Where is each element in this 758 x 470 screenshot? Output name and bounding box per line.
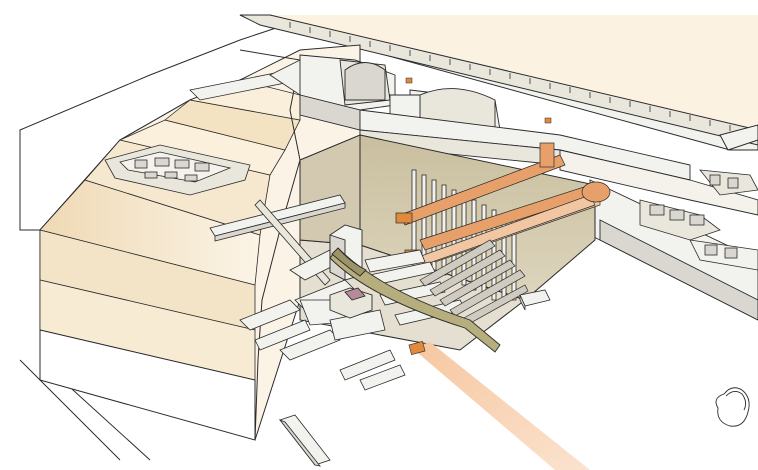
pit-block bbox=[519, 289, 551, 311]
wall-crenellations bbox=[289, 22, 731, 131]
lower-approach-passage bbox=[408, 340, 590, 470]
south-ruins bbox=[639, 169, 758, 271]
step-pyramid bbox=[39, 44, 361, 441]
pit-ribs bbox=[419, 239, 529, 327]
detached-blocks bbox=[715, 387, 750, 427]
descending-passages bbox=[395, 142, 611, 269]
marker-blocks bbox=[405, 77, 552, 124]
causeway-fragment bbox=[278, 414, 331, 467]
colonnade-corridor bbox=[359, 109, 758, 321]
enclosure-wall bbox=[239, 14, 758, 151]
curved-ramp bbox=[329, 247, 501, 353]
